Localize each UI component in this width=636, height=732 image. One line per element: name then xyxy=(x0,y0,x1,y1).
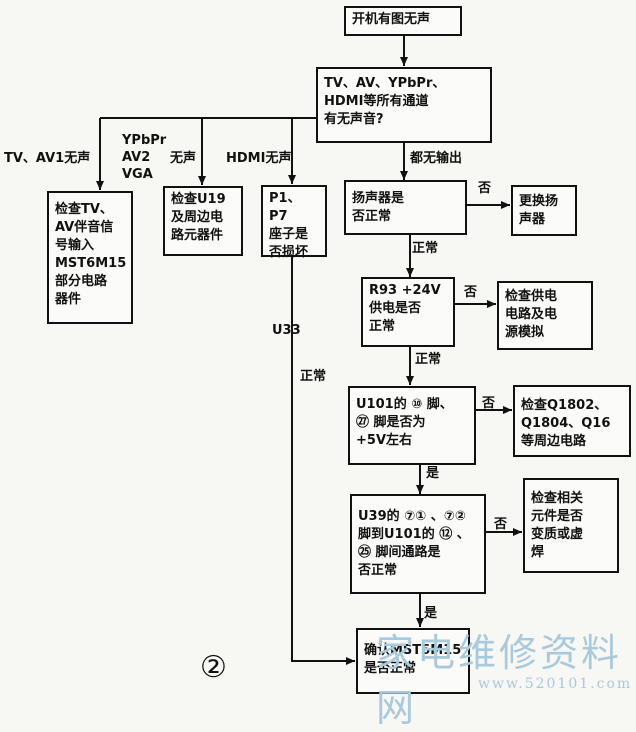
node-check-tv-av-input: 检查TV、 AV伴音信 号输入 MST6M15 部分电路 器件 xyxy=(47,191,133,324)
label-yes-2: 是 xyxy=(424,606,438,621)
label-all-no-output: 都无输出 xyxy=(410,151,463,166)
node-r93-power: R93 +24V 供电是否 正常 xyxy=(361,277,455,347)
label-normal-left: 正常 xyxy=(300,369,327,384)
label-ypbpr-av2-vga: YPbPr AV2 VGA xyxy=(122,133,167,182)
label-normal-2: 正常 xyxy=(415,352,442,367)
flowchart: 开机有图无声 TV、AV、YPbPr、 HDMI等所有通道 有无声音? 检查TV… xyxy=(4,6,633,730)
label-no-3: 否 xyxy=(482,396,496,411)
node-check-u19: 检查U19 及周边电 路元器件 xyxy=(163,186,243,256)
watermark-url: www.520101.com xyxy=(478,676,633,692)
node-all-channels-question: TV、AV、YPbPr、 HDMI等所有通道 有无声音? xyxy=(316,67,492,143)
arrow-p1p7-to-confirm xyxy=(291,256,355,665)
node-replace-speaker: 更换扬 声器 xyxy=(511,185,577,236)
node-speaker-ok: 扬声器是 否正常 xyxy=(344,180,467,235)
node-p1-p7-socket: P1、P7 座子是 否损坏 xyxy=(261,185,327,260)
node-start: 开机有图无声 xyxy=(344,6,462,36)
figure-number: ② xyxy=(200,650,227,685)
label-u33: U33 xyxy=(272,323,301,338)
node-check-power: 检查供电 电路及电 源模拟 xyxy=(497,281,593,350)
node-u101-pins: U101的 ⑩ 脚、 ㉗ 脚是否为 +5V左右 xyxy=(348,386,476,465)
connector-lines xyxy=(96,34,522,665)
node-check-q1802: 检查Q1802、 Q1804、Q16 等周边电路 xyxy=(513,385,631,457)
label-tv-av1-no-sound: TV、AV1无声 xyxy=(4,151,91,166)
label-no-4: 否 xyxy=(494,517,508,532)
label-no-1: 否 xyxy=(478,181,492,196)
label-no-2: 否 xyxy=(464,285,478,300)
label-yes-1: 是 xyxy=(426,466,440,481)
node-check-related: 检查相关 元件是否 变质或虚 焊 xyxy=(523,478,619,573)
node-u39-path: U39的 ⑦① 、⑦② 脚到U101的 ⑫ 、 ㉕ 脚间通路是 否正常 xyxy=(350,494,486,594)
label-normal-1: 正常 xyxy=(412,241,439,256)
node-confirm-mst6m15: 确认MST6M15 是否正常 xyxy=(356,628,470,694)
label-hdmi-no-sound: HDMI无声 xyxy=(226,151,292,166)
label-no-sound: 无声 xyxy=(170,151,197,166)
